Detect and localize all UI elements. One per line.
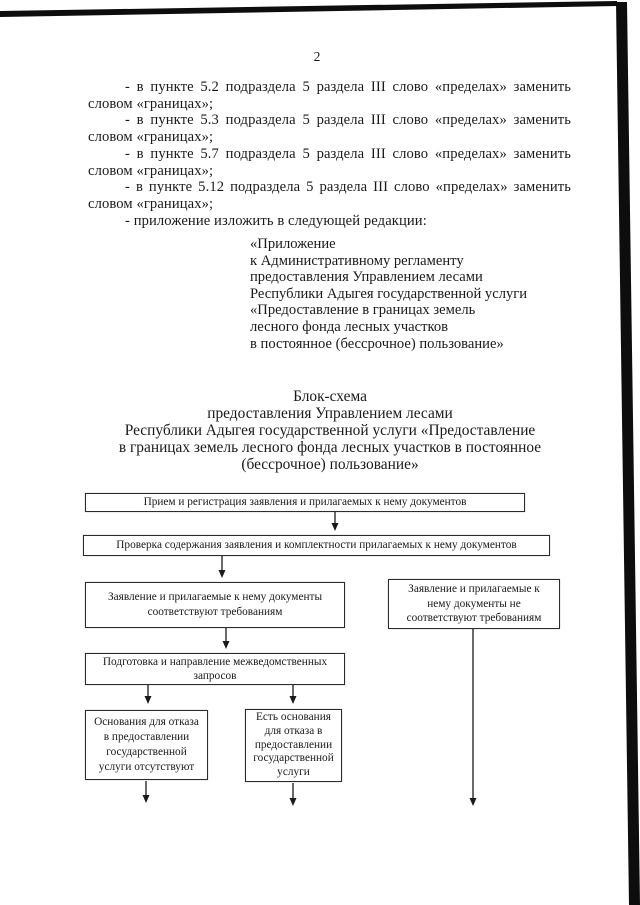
page-number: 2	[313, 49, 321, 64]
appendix-reference-block: «Приложение к Административному регламен…	[250, 236, 528, 352]
arrow-grounds-down	[289, 783, 297, 806]
scan-edge-right	[616, 2, 640, 905]
amendments-text-block: - в пункте 5.2 подраздела 5 раздела III …	[88, 79, 571, 229]
amendment-paragraph: - в пункте 5.7 подраздела 5 раздела III …	[88, 145, 571, 179]
amendment-paragraph: - приложение изложить в следующей редакц…	[125, 212, 427, 229]
amendment-paragraph: - в пункте 5.12 подраздела 5 раздела III…	[88, 179, 571, 212]
arrow-check-to-conform	[218, 556, 226, 578]
arrow-not-conform-down	[469, 628, 477, 806]
amendment-paragraph: - в пункте 5.3 подраздела 5 раздела III …	[88, 112, 571, 146]
flow-box-refusal-grounds: Есть основания для отказа в предоставлен…	[245, 709, 342, 782]
scan-edge-top	[0, 1, 617, 17]
flowchart-title: Блок-схема предоставления Управлением ле…	[118, 388, 542, 474]
flow-box-documents-not-conform: Заявление и прилагаемые к нему документы…	[388, 579, 560, 629]
flow-box-documents-conform: Заявление и прилагаемые к нему документы…	[85, 582, 345, 628]
flow-box-check-contents: Проверка содержания заявления и комплект…	[83, 535, 550, 556]
arrow-interagency-to-grounds	[289, 685, 297, 704]
arrow-no-grounds-down	[142, 781, 150, 803]
arrow-receive-to-check	[331, 512, 339, 531]
flow-box-no-refusal-grounds: Основания для отказа в предоставлении го…	[85, 710, 208, 780]
arrow-conform-to-interagency	[222, 628, 230, 649]
flow-box-receive-register: Прием и регистрация заявления и прилагае…	[85, 493, 525, 512]
arrow-interagency-to-no-grounds	[144, 685, 152, 704]
amendment-paragraph: - в пункте 5.2 подраздела 5 раздела III …	[88, 79, 571, 112]
flow-box-interagency-requests: Подготовка и направление межведомственны…	[85, 653, 345, 685]
